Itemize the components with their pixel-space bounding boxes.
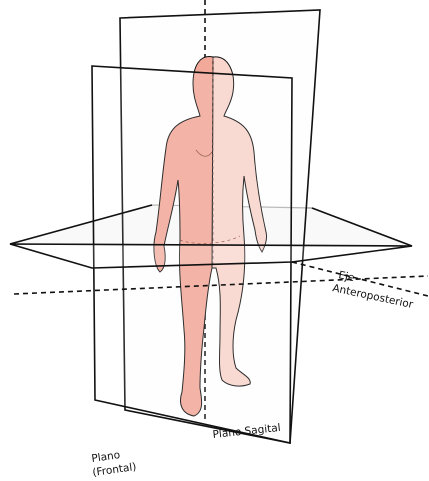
transverse-plane-front: [10, 244, 412, 268]
axis-label-anteroposterior: Anteroposterior: [331, 282, 414, 311]
frontal-plane-label-1: Plano: [91, 449, 121, 465]
axis-label-eje: Eje: [337, 269, 355, 284]
